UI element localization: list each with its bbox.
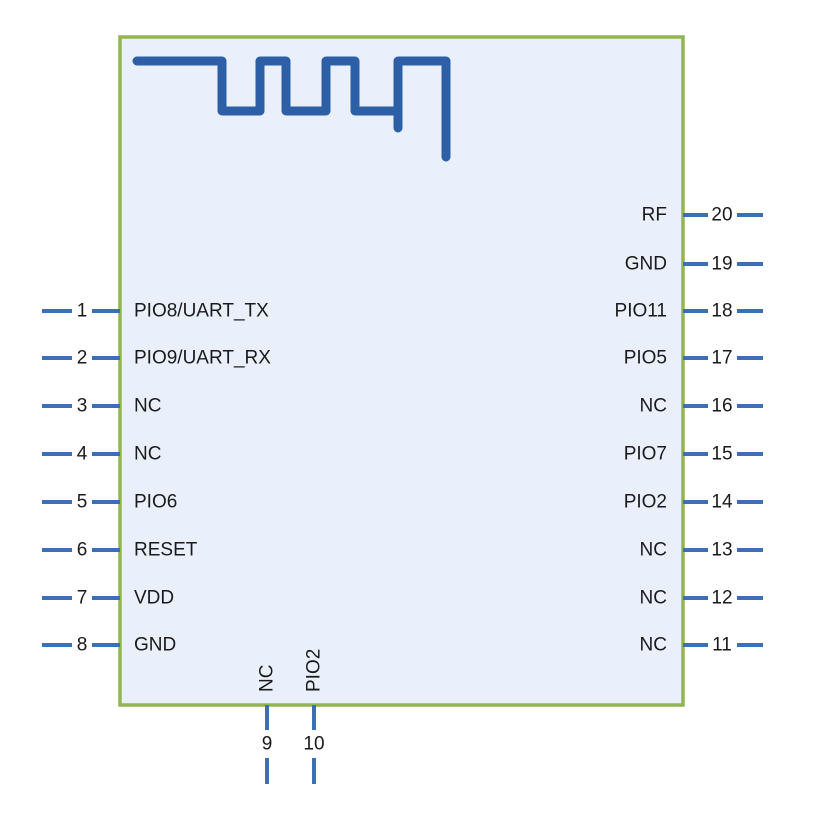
module-body	[118, 35, 685, 707]
pin-11-label: NC	[640, 635, 667, 656]
pin-6-label: RESET	[134, 540, 198, 561]
pin-16-number: 16	[711, 396, 732, 417]
pin-9-number: 9	[262, 734, 273, 755]
pin-14-label: PIO2	[624, 492, 667, 513]
pin-3-number: 3	[77, 396, 88, 417]
pin-16-label: NC	[640, 396, 667, 417]
pin-11-number: 11	[712, 635, 732, 656]
pin-5-label: PIO6	[134, 492, 177, 513]
pin-19-number: 19	[711, 254, 732, 275]
pin-3-label: NC	[134, 396, 161, 417]
pin-4-number: 4	[77, 444, 88, 465]
pin-1-number: 1	[77, 301, 88, 322]
pin-9-label: NC	[257, 665, 278, 692]
pin-17-number: 17	[711, 348, 732, 369]
pin-15-number: 15	[711, 444, 732, 465]
pin-10-number: 10	[303, 734, 324, 755]
pin-7-label: VDD	[134, 588, 174, 609]
pin-19-label: GND	[625, 254, 667, 275]
pin-2-label: PIO9/UART_RX	[134, 348, 271, 369]
pin-17-label: PIO5	[624, 348, 667, 369]
pin-18-label: PIO11	[615, 301, 667, 322]
pin-4-label: NC	[134, 444, 161, 465]
pin-13-number: 13	[711, 540, 732, 561]
pin-7-number: 7	[77, 588, 88, 609]
pin-15-label: PIO7	[624, 444, 667, 465]
pin-2-number: 2	[77, 348, 88, 369]
pin-12-label: NC	[640, 588, 667, 609]
pin-18-number: 18	[711, 301, 732, 322]
pin-20-number: 20	[711, 205, 732, 226]
pin-8-label: GND	[134, 635, 176, 656]
pin-8-number: 8	[77, 635, 88, 656]
pin-6-number: 6	[77, 540, 88, 561]
pin-10-label: PIO2	[304, 649, 325, 692]
pcb-antenna-trace	[132, 56, 451, 162]
pin-13-label: NC	[640, 540, 667, 561]
pin-14-number: 14	[711, 492, 733, 513]
pin-1-label: PIO8/UART_TX	[134, 301, 269, 322]
pin-12-number: 12	[711, 588, 732, 609]
pin-5-number: 5	[77, 492, 88, 513]
pin-20-label: RF	[642, 205, 667, 226]
